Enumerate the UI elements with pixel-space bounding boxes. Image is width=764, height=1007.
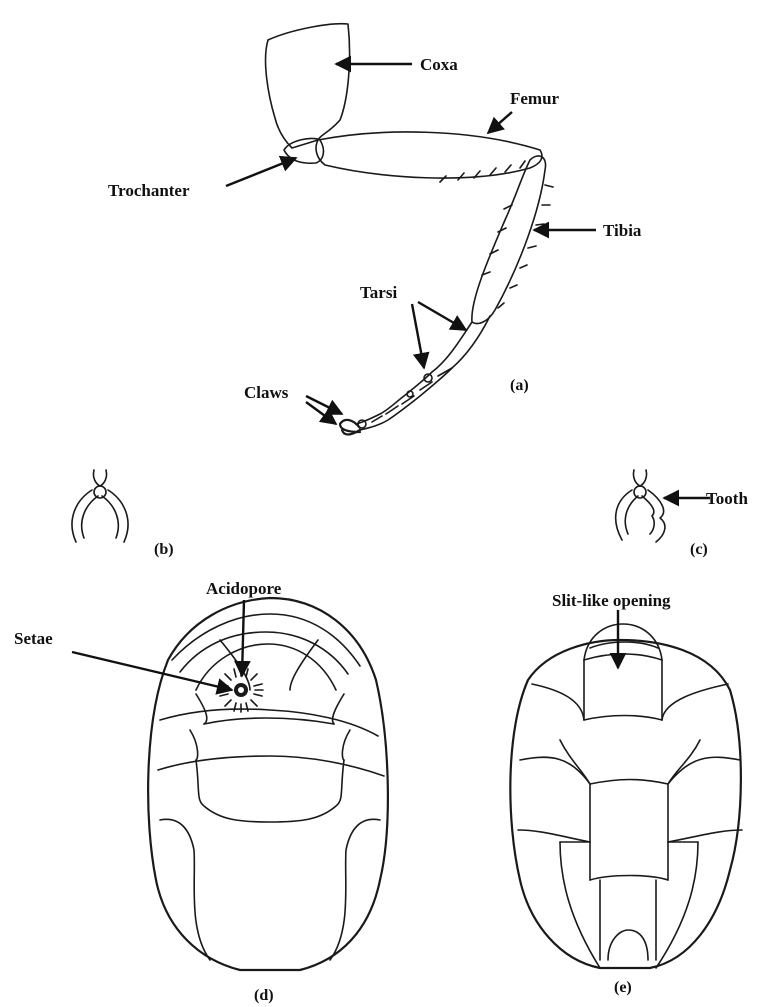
trochanter-arrow (226, 158, 296, 186)
claws-arrow-2 (306, 402, 336, 424)
panel-b-claw (72, 470, 128, 542)
tarsi-shape (356, 316, 490, 430)
panel-b-caption: (b) (154, 541, 174, 558)
panel-e-gaster (510, 624, 742, 968)
tibia-shape (472, 156, 546, 324)
panel-d-caption: (d) (254, 987, 274, 1004)
tarsi-arrow-1 (418, 302, 466, 330)
tibia-spines (482, 185, 553, 308)
coxa-label: Coxa (420, 55, 458, 74)
acidopore-arrow (242, 600, 244, 676)
trochanter-label: Trochanter (108, 181, 190, 200)
claws-shape (340, 420, 360, 435)
coxa-shape (266, 24, 350, 148)
claws-label: Claws (244, 383, 289, 402)
tarsi-label: Tarsi (360, 283, 397, 302)
opening-label: Slit-like opening (552, 591, 671, 610)
panel-c-claw (616, 470, 665, 542)
femur-shape (316, 132, 542, 178)
tarsi-arrow-2 (412, 304, 424, 368)
panel-a-arrows (226, 64, 596, 424)
femur-arrow (488, 112, 512, 133)
panel-a-caption: (a) (510, 377, 529, 394)
tooth-label: Tooth (706, 489, 748, 508)
panel-a-leg (266, 24, 553, 435)
tibia-label: Tibia (603, 221, 642, 240)
acidopore-label: Acidopore (206, 579, 282, 598)
setae-label: Setae (14, 629, 53, 648)
claw-base (358, 420, 366, 428)
panel-e-caption: (e) (614, 979, 632, 996)
panel-c-caption: (c) (690, 541, 708, 558)
panel-d-gaster (148, 598, 388, 970)
femur-label: Femur (510, 89, 560, 108)
